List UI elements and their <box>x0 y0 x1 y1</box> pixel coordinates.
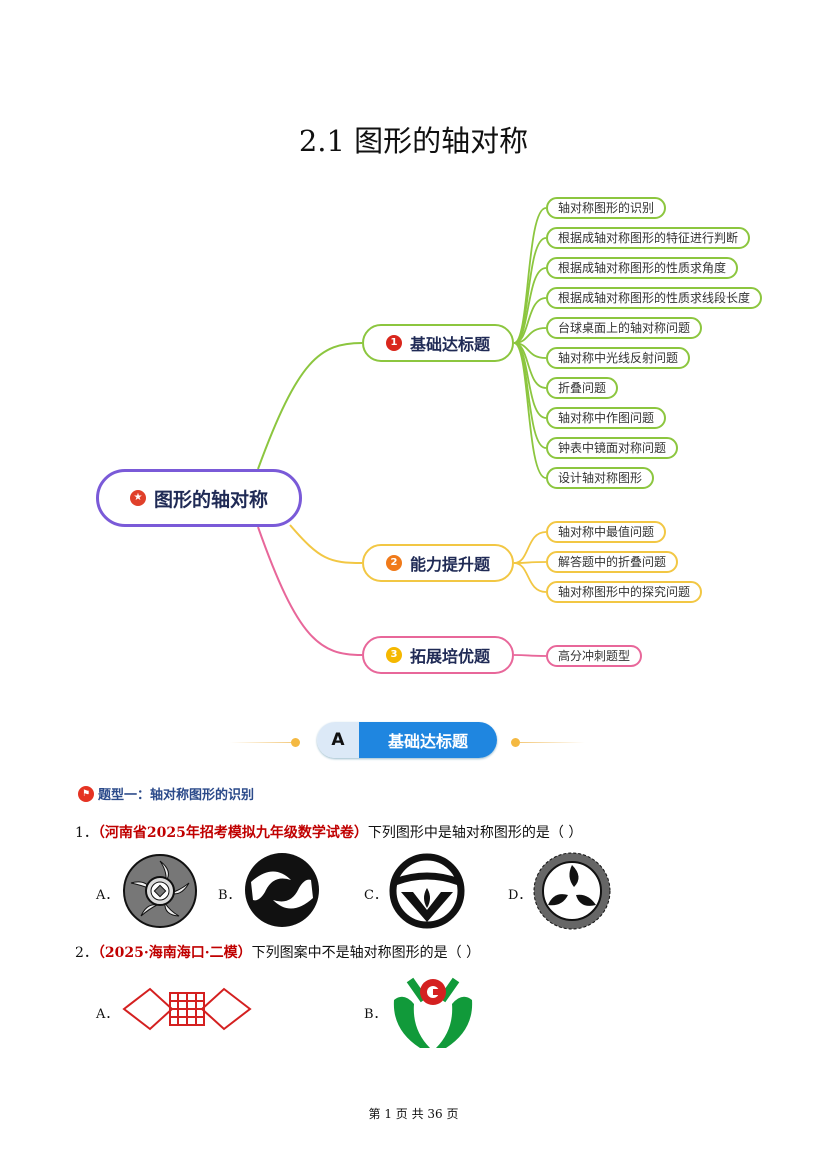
mindmap-leaf: 轴对称中最值问题 <box>546 521 667 543</box>
section-label: 基础达标题 <box>359 722 497 758</box>
number-badge-icon: 2 <box>385 555 402 571</box>
mindmap-connectors <box>257 207 547 657</box>
mindmap-leaf: 解答题中的折叠问题 <box>546 551 679 573</box>
divider-dot <box>511 738 520 747</box>
mindmap-leaf: 轴对称中光线反射问题 <box>546 347 691 369</box>
flag-icon: ⚑ <box>78 785 94 802</box>
connector <box>513 342 547 479</box>
connector <box>513 267 547 344</box>
mindmap-branch-1: 1 基础达标题 <box>362 324 514 362</box>
section-badge: A 基础达标题 <box>317 722 497 758</box>
connector <box>513 531 547 564</box>
mindmap-branch-2: 2 能力提升题 <box>362 544 514 582</box>
q-num: 2． <box>75 945 98 961</box>
branch-label: 基础达标题 <box>409 335 490 354</box>
star-icon: ★ <box>129 490 146 506</box>
mindmap-leaf: 设计轴对称图形 <box>546 467 655 489</box>
mindmap-leaf: 钟表中镜面对称问题 <box>546 437 679 459</box>
mindmap-leaf: 根据成轴对称图形的特征进行判断 <box>546 227 751 249</box>
figure-c-v-emblem <box>389 853 465 929</box>
connector <box>513 561 547 564</box>
figure-d-gear <box>533 852 611 930</box>
divider-dot <box>291 738 300 747</box>
divider-right <box>520 742 585 743</box>
mindmap-leaf: 台球桌面上的轴对称问题 <box>546 317 703 339</box>
connector <box>513 237 547 344</box>
option-b[interactable]: B． <box>364 1007 387 1022</box>
q-text: 下列图案中不是轴对称图形的是（ ） <box>251 945 481 961</box>
number-badge-icon: 3 <box>385 647 402 663</box>
topic-text: 题型一：轴对称图形的识别 <box>98 788 255 803</box>
connector <box>513 342 547 449</box>
branch-label: 能力提升题 <box>409 555 490 574</box>
option-b[interactable]: B． <box>218 888 241 903</box>
page-footer: 第 1 页 共 36 页 <box>368 1107 459 1121</box>
option-a[interactable]: A． <box>96 888 119 903</box>
connector <box>513 562 547 593</box>
page-title: 2.1 图形的轴对称 <box>298 124 529 158</box>
option-c[interactable]: C． <box>364 888 387 903</box>
mindmap-leaf: 根据成轴对称图形的性质求角度 <box>546 257 739 279</box>
branch-label: 拓展培优题 <box>409 647 490 666</box>
mindmap-root: ★ 图形的轴对称 <box>96 469 302 527</box>
section-letter: A <box>317 722 359 758</box>
number-badge-icon: 1 <box>385 335 402 351</box>
connector <box>257 342 363 470</box>
mindmap-branch-3: 3 拓展培优题 <box>362 636 514 674</box>
connector <box>289 524 363 564</box>
figure-b-leaves <box>245 853 319 927</box>
figure-a-chinese-knot <box>122 987 252 1031</box>
mindmap-leaf: 高分冲刺题型 <box>546 645 643 667</box>
mindmap-leaf: 折叠问题 <box>546 377 619 399</box>
question-2: 2．（2025·海南海口·二模）下列图案中不是轴对称图形的是（ ） <box>75 942 480 962</box>
mindmap-leaf: 根据成轴对称图形的性质求线段长度 <box>546 287 763 309</box>
option-d[interactable]: D． <box>508 888 532 903</box>
q-source: （河南省2025年招考模拟九年级数学试卷） <box>97 825 368 841</box>
mindmap-leaf: 轴对称图形的识别 <box>546 197 667 219</box>
figure-a-sun-coin <box>123 854 197 928</box>
root-label: 图形的轴对称 <box>153 488 268 511</box>
connector <box>513 654 547 657</box>
q-source: （2025·海南海口·二模） <box>97 945 252 961</box>
mindmap-leaf: 轴对称中作图问题 <box>546 407 667 429</box>
q-num: 1． <box>75 825 98 841</box>
figure-b-bank-logo <box>393 977 473 1048</box>
divider-left <box>230 742 295 743</box>
q-text: 下列图形中是轴对称图形的是（ ） <box>367 825 583 841</box>
topic-heading: ⚑ 题型一：轴对称图形的识别 <box>78 784 254 803</box>
connector <box>257 526 363 656</box>
mindmap-leaf: 轴对称图形中的探究问题 <box>546 581 703 603</box>
option-a[interactable]: A． <box>96 1007 119 1022</box>
question-1: 1．（河南省2025年招考模拟九年级数学试卷）下列图形中是轴对称图形的是（ ） <box>75 822 582 842</box>
